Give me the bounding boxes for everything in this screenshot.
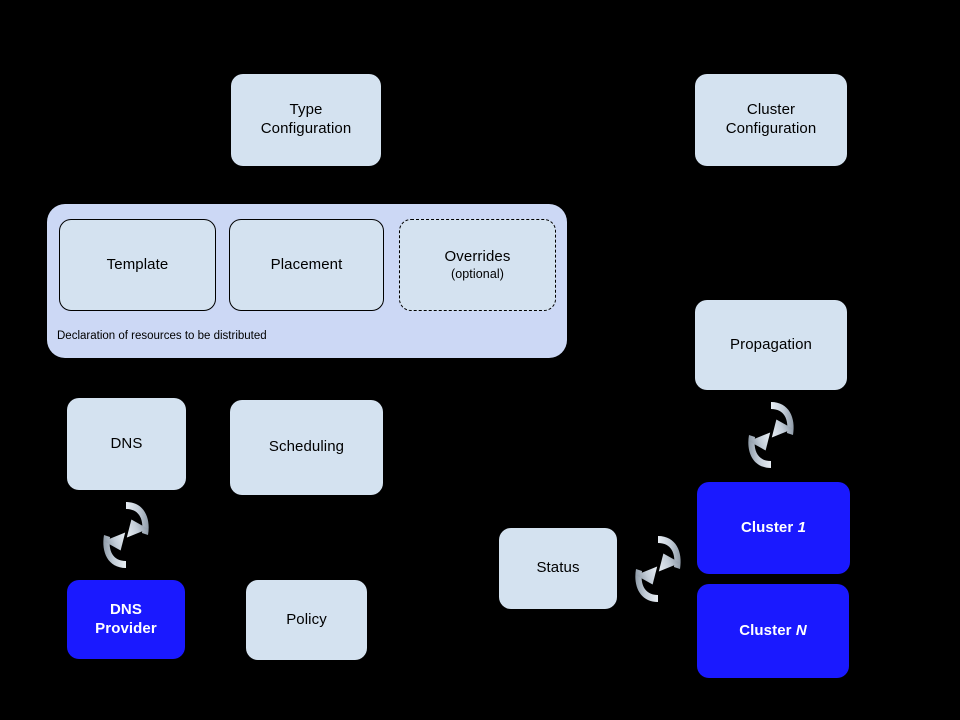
- node-cluster-1-label: Cluster 1: [741, 519, 806, 538]
- node-overrides-label: Overrides: [444, 248, 511, 266]
- node-propagation[interactable]: Propagation: [695, 300, 847, 390]
- node-dns-provider-line2: Provider: [95, 619, 157, 637]
- node-policy[interactable]: Policy: [246, 580, 367, 660]
- node-status[interactable]: Status: [499, 528, 617, 609]
- node-dns-provider-line1: DNS: [110, 600, 142, 618]
- node-type-configuration-line2: Configuration: [260, 120, 352, 137]
- node-template-label: Template: [106, 255, 169, 273]
- node-policy-label: Policy: [286, 610, 327, 628]
- node-cluster-configuration[interactable]: Cluster Configuration: [695, 74, 847, 166]
- node-dns[interactable]: DNS: [67, 398, 186, 490]
- sync-icon-dns: [103, 502, 149, 568]
- node-cluster-1-prefix: Cluster: [740, 518, 798, 536]
- sync-icon-status: [635, 536, 681, 602]
- node-type-configuration[interactable]: Type Configuration: [231, 74, 381, 166]
- node-cluster-configuration-line1: Cluster: [746, 101, 796, 119]
- node-cluster-n-prefix: Cluster: [739, 621, 796, 639]
- node-type-configuration-line1: Type: [289, 101, 323, 119]
- node-placement[interactable]: Placement: [229, 219, 384, 311]
- node-scheduling[interactable]: Scheduling: [230, 400, 383, 495]
- node-propagation-label: Propagation: [730, 335, 812, 353]
- node-cluster-1[interactable]: Cluster 1: [697, 482, 850, 574]
- node-placement-label: Placement: [270, 255, 343, 273]
- node-cluster-n-suffix: N: [795, 621, 807, 639]
- sync-icon-propagation: [748, 402, 794, 468]
- node-template[interactable]: Template: [59, 219, 216, 311]
- group-caption: Declaration of resources to be distribut…: [57, 330, 267, 342]
- node-cluster-n-label: Cluster N: [739, 622, 807, 641]
- node-overrides-sublabel: (optional): [450, 266, 505, 281]
- node-status-label: Status: [536, 559, 580, 577]
- node-dns-provider[interactable]: DNS Provider: [67, 580, 185, 659]
- node-cluster-1-suffix: 1: [797, 518, 807, 536]
- node-overrides[interactable]: Overrides (optional): [399, 219, 556, 311]
- node-cluster-configuration-line2: Configuration: [725, 120, 817, 137]
- node-cluster-n[interactable]: Cluster N: [697, 584, 849, 678]
- node-scheduling-label: Scheduling: [268, 438, 345, 456]
- node-dns-label: DNS: [110, 434, 143, 452]
